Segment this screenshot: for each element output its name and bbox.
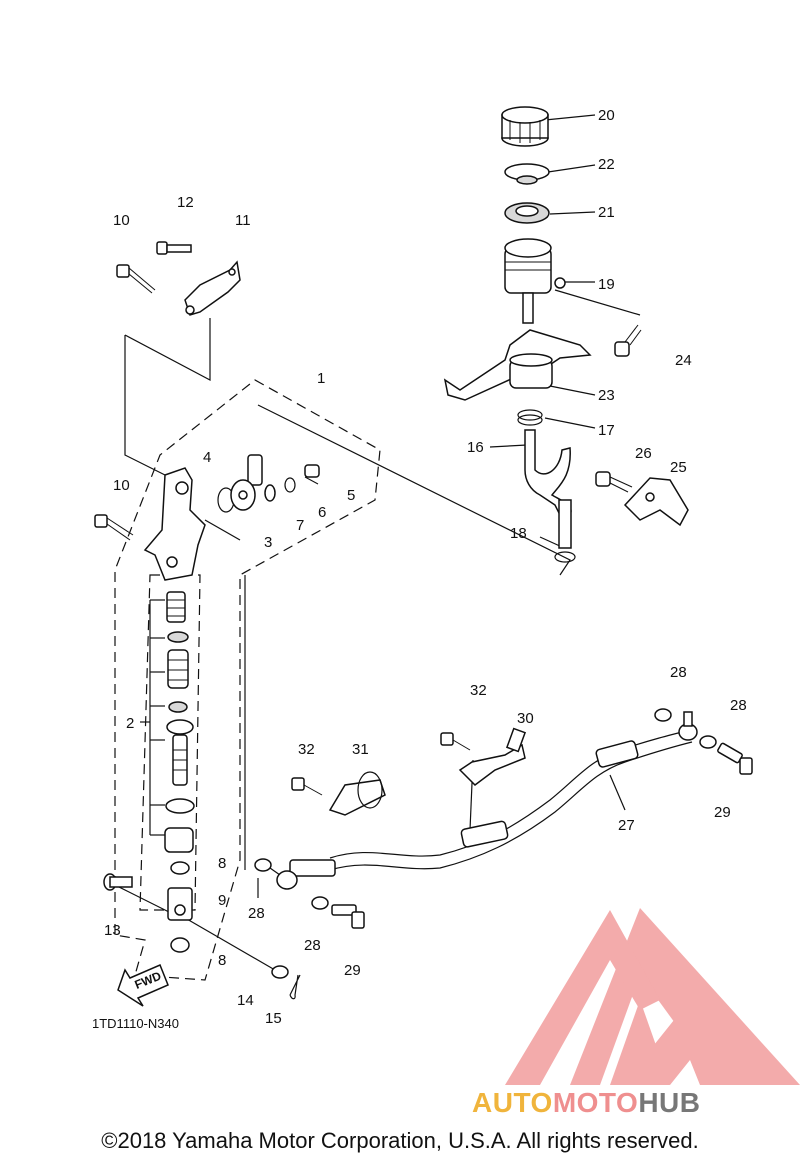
label-part-5: 5 bbox=[347, 487, 355, 504]
banjo-fitting-3 bbox=[230, 454, 263, 511]
label-part-28-b: 28 bbox=[304, 937, 321, 954]
copyright-notice: ©2018 Yamaha Motor Corporation, U.S.A. A… bbox=[101, 1128, 699, 1153]
washer-28-d bbox=[699, 735, 717, 749]
bracket-25 bbox=[623, 477, 689, 527]
washer-28-c bbox=[654, 708, 672, 722]
diaphragm-plate-22 bbox=[504, 163, 550, 185]
bolt-26 bbox=[595, 471, 633, 493]
washer-28-a bbox=[254, 858, 272, 872]
piston-assembly-2 bbox=[164, 591, 195, 853]
hose-16-end bbox=[558, 499, 572, 549]
bolt-10-upper bbox=[116, 264, 156, 294]
bracket-11 bbox=[184, 260, 241, 316]
reservoir-bracket-23 bbox=[443, 329, 592, 401]
label-part-11: 11 bbox=[235, 212, 251, 229]
label-part-10-lower: 10 bbox=[113, 477, 130, 494]
washer-7 bbox=[264, 484, 276, 502]
label-part-32-a: 32 bbox=[298, 741, 315, 758]
label-part-27: 27 bbox=[618, 817, 635, 834]
bolt-12 bbox=[156, 241, 192, 255]
reservoir-cap-20 bbox=[501, 106, 549, 147]
cotter-pin-15 bbox=[289, 974, 301, 1000]
nut-8-lower bbox=[170, 937, 190, 953]
label-part-32-b: 32 bbox=[470, 682, 487, 699]
label-part-4: 4 bbox=[203, 449, 211, 466]
hose-clamp-30 bbox=[458, 727, 527, 786]
bolt-32-right bbox=[440, 732, 471, 751]
hose-end-fitting-lower bbox=[276, 859, 336, 890]
label-part-2: 2 bbox=[126, 715, 134, 732]
label-part-19: 19 bbox=[598, 276, 615, 293]
label-part-30: 30 bbox=[517, 710, 534, 727]
label-part-16: 16 bbox=[467, 439, 484, 456]
union-bolt-29-lower bbox=[331, 904, 365, 929]
label-part-31: 31 bbox=[352, 741, 369, 758]
automotohub-logo bbox=[505, 908, 800, 1085]
fwd-arrow-icon bbox=[117, 964, 169, 1007]
bolt-24 bbox=[614, 324, 642, 357]
label-part-6: 6 bbox=[318, 504, 326, 521]
clevis-9 bbox=[167, 887, 193, 921]
label-part-7: 7 bbox=[296, 517, 304, 534]
label-part-15: 15 bbox=[265, 1010, 282, 1027]
hose-protector bbox=[460, 740, 639, 848]
watermark-part-moto: MOTO bbox=[553, 1087, 638, 1118]
brake-hose-27-inner bbox=[329, 741, 693, 871]
label-part-8-lower: 8 bbox=[218, 952, 226, 969]
bolt-32-left bbox=[291, 777, 323, 796]
label-part-23: 23 bbox=[598, 387, 615, 404]
washer-14 bbox=[271, 965, 289, 979]
label-part-8-upper: 8 bbox=[218, 855, 226, 872]
label-part-3: 3 bbox=[264, 534, 272, 551]
reservoir-tank-19 bbox=[504, 238, 566, 324]
part-labels: 1 2 3 4 5 6 7 8 8 9 10 10 11 12 13 14 15… bbox=[104, 107, 747, 1027]
drawing-code: 1TD1110-N340 bbox=[92, 1016, 179, 1031]
label-part-28-a: 28 bbox=[248, 905, 265, 922]
label-part-28-c: 28 bbox=[670, 664, 687, 681]
label-part-29-b: 29 bbox=[714, 804, 731, 821]
watermark-part-auto: AUTO bbox=[472, 1087, 553, 1118]
watermark-part-hub: HUB bbox=[638, 1087, 700, 1118]
label-part-1: 1 bbox=[317, 370, 325, 387]
label-part-24: 24 bbox=[675, 352, 692, 369]
label-part-21: 21 bbox=[598, 204, 615, 221]
label-part-9: 9 bbox=[218, 892, 226, 909]
union-bolt-29-upper bbox=[717, 742, 753, 775]
label-part-18: 18 bbox=[510, 525, 527, 542]
circlip-6 bbox=[284, 477, 296, 493]
label-part-28-d: 28 bbox=[730, 697, 747, 714]
screw-5 bbox=[304, 464, 320, 485]
nut-8-upper bbox=[170, 861, 190, 875]
label-part-25: 25 bbox=[670, 459, 687, 476]
hose-clip-17 bbox=[517, 409, 543, 426]
label-part-20: 20 bbox=[598, 107, 615, 124]
leader-lines bbox=[114, 114, 641, 971]
assembly-outline-2 bbox=[139, 574, 201, 911]
label-part-17: 17 bbox=[598, 422, 615, 439]
label-part-26: 26 bbox=[635, 445, 652, 462]
label-part-14: 14 bbox=[237, 992, 254, 1009]
label-part-10-upper: 10 bbox=[113, 212, 130, 229]
label-part-29-a: 29 bbox=[344, 962, 361, 979]
hose-clip-18 bbox=[554, 551, 576, 563]
assembly-outline-1 bbox=[114, 379, 381, 981]
pin-13 bbox=[103, 873, 133, 891]
hose-end-fitting-upper bbox=[678, 711, 698, 741]
label-part-13: 13 bbox=[104, 922, 121, 939]
diaphragm-21 bbox=[504, 202, 550, 224]
label-part-12: 12 bbox=[177, 194, 194, 211]
master-cylinder-body bbox=[143, 467, 206, 581]
washer-28-b bbox=[311, 896, 329, 910]
label-part-22: 22 bbox=[598, 156, 615, 173]
bolt-10-lower bbox=[94, 514, 134, 541]
watermark-text: AUTOMOTOHUB bbox=[472, 1087, 700, 1118]
hose-clamp-31 bbox=[328, 771, 386, 816]
